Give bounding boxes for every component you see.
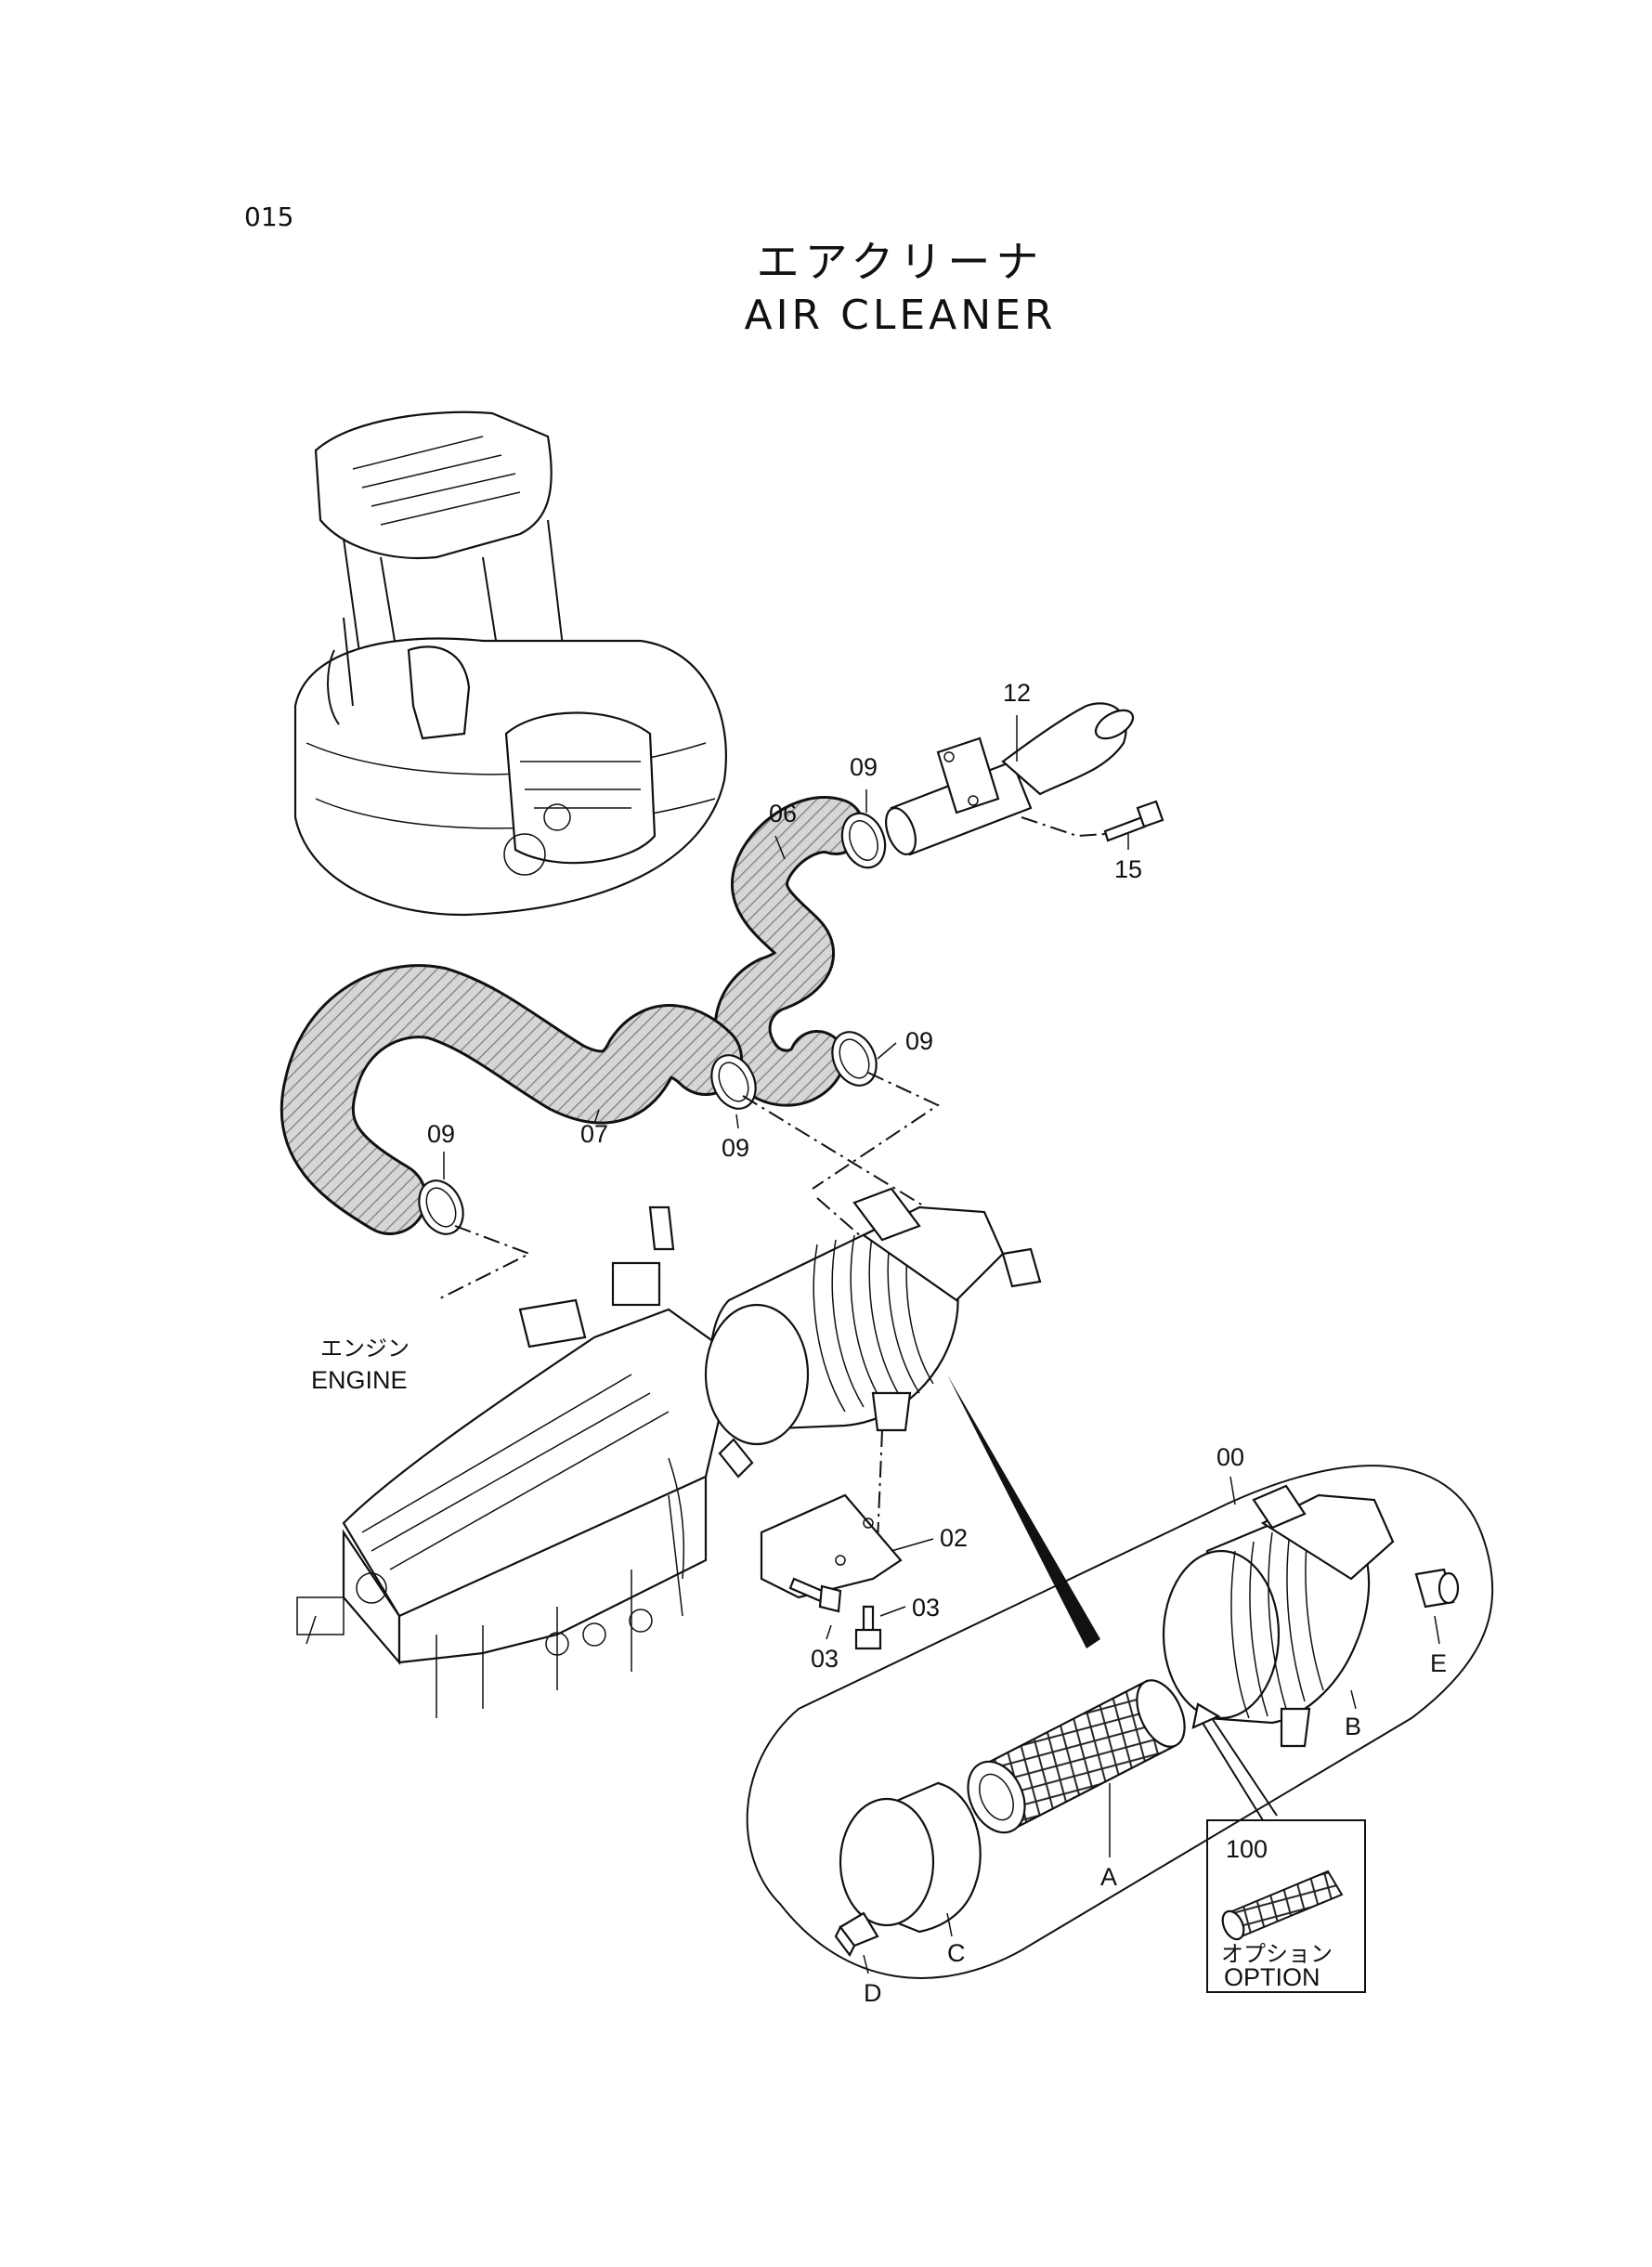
clamp-icon [710,1054,757,1110]
label-part-06: 06 [769,800,797,827]
bolt-icon [1103,800,1164,842]
label-part-03: 03 [912,1594,940,1622]
label-option-jp: オプション [1221,1941,1333,1967]
page-number: 015 [244,202,294,232]
page-title: エアクリーナ AIR CLEANER [0,234,1652,342]
filter-element-icon [967,1679,1186,1834]
cover-icon [839,1781,982,1934]
label-part-D: D [864,1979,882,2007]
clamp-icon [831,1031,878,1087]
option-box [1206,1819,1366,1993]
filter-element-icon [1221,1870,1344,1941]
clamp-icon [840,812,887,869]
label-part-09: 09 [905,1027,933,1055]
bracket-icon [760,1493,903,1599]
label-part-E: E [1430,1649,1447,1677]
label-part-B: B [1345,1713,1361,1740]
intake-pipe-12 [885,702,1135,856]
label-option-en: OPTION [1224,1963,1320,1991]
title-english: AIR CLEANER [744,292,1057,339]
label-part-09: 09 [722,1134,749,1162]
title-japanese: エアクリーナ [756,237,1045,287]
air-cleaner-icon [1162,1484,1395,1748]
label-part-00: 00 [1216,1443,1244,1471]
hose-icon [280,964,743,1235]
label-part-07: 07 [580,1120,608,1148]
bolt-icon [788,1577,842,1613]
label-part-02: 02 [940,1524,968,1552]
label-part-15: 15 [1114,855,1142,883]
label-part-09: 09 [850,753,878,781]
valve-icon [1414,1568,1460,1609]
label-part-09: 09 [427,1120,455,1148]
label-part-100: 100 [1226,1835,1268,1863]
label-part-03: 03 [811,1645,839,1673]
hose-icon [713,796,865,1107]
label-engine-jp: エンジン [320,1335,410,1362]
machine-overview-icon [293,410,727,917]
air-cleaner-icon [704,1187,1042,1479]
label-part-A: A [1100,1863,1117,1891]
label-part-C: C [947,1939,966,1967]
engine-icon [296,1205,735,1718]
clamp-icon [418,1179,464,1235]
label-part-12: 12 [1003,679,1031,707]
valve-icon [834,1911,879,1958]
label-engine-en: ENGINE [311,1366,408,1394]
bolt-icon [854,1605,882,1650]
exploded-view-outline [746,1465,1494,1979]
